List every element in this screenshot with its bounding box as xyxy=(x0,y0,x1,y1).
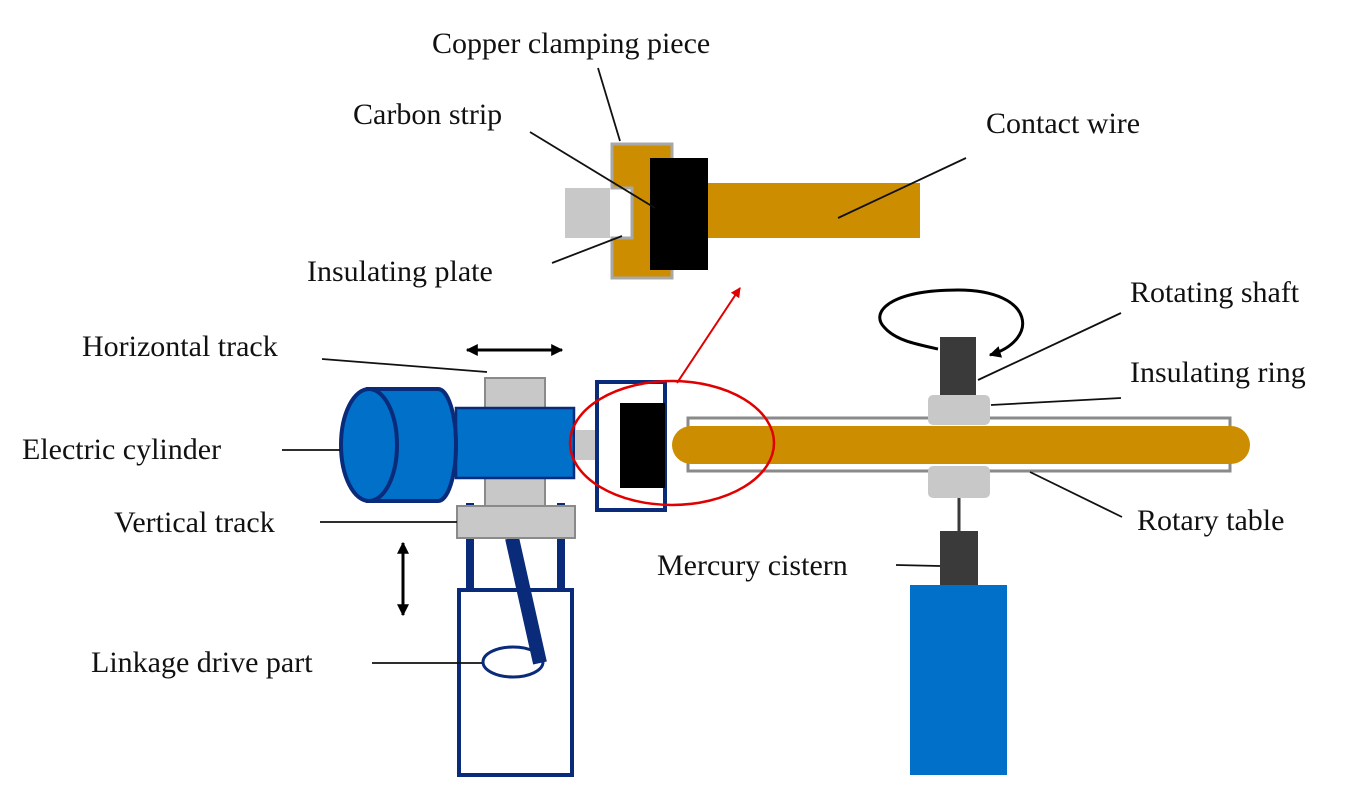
rotating-shaft-shape xyxy=(940,337,976,397)
leader-insulating-plate xyxy=(551,235,623,264)
label-copper-clamping-piece: Copper clamping piece xyxy=(432,27,710,60)
insulating-ring-upper-shape xyxy=(928,395,990,425)
leader-lines xyxy=(282,67,1123,664)
leader-insulating-ring xyxy=(990,397,1122,406)
mercury-cistern-shape xyxy=(940,531,978,586)
linkage-crank-loop xyxy=(481,645,545,679)
label-insulating-ring: Insulating ring xyxy=(1130,356,1306,389)
electric-cylinder-face xyxy=(339,387,399,503)
insulator-stub-shape xyxy=(575,430,597,460)
leader-rotating-shaft xyxy=(977,312,1122,381)
insulating-ring-lower-shape xyxy=(928,466,990,498)
detail-inset xyxy=(565,142,920,280)
contact-wire-detail-shape xyxy=(700,183,920,238)
leader-rotary-table xyxy=(1029,471,1123,518)
leader-carbon-strip xyxy=(529,131,656,209)
rotary-table-assembly xyxy=(672,288,1250,775)
insulating-plate-shape xyxy=(565,188,610,238)
pantograph-assembly xyxy=(339,344,667,777)
text-labels: Copper clamping piece Carbon strip Conta… xyxy=(22,27,1306,679)
carbon-strip-shape xyxy=(620,403,665,488)
magnification-arrow xyxy=(676,287,741,384)
linkage-housing-shape xyxy=(457,588,574,777)
rotation-arrow xyxy=(878,288,1025,358)
leader-mercury-cistern xyxy=(895,564,941,567)
label-mercury-cistern: Mercury cistern xyxy=(657,549,848,582)
label-vertical-track: Vertical track xyxy=(114,506,275,539)
motor-base-shape xyxy=(910,585,1007,775)
label-rotary-table: Rotary table xyxy=(1137,504,1284,537)
label-rotating-shaft: Rotating shaft xyxy=(1130,276,1300,309)
label-insulating-plate: Insulating plate xyxy=(307,255,493,288)
leader-horizontal-track xyxy=(321,358,488,373)
contact-zone-highlight xyxy=(568,379,776,507)
carbon-strip-detail-shape xyxy=(650,158,708,270)
label-electric-cylinder: Electric cylinder xyxy=(22,433,221,466)
label-contact-wire: Contact wire xyxy=(986,107,1140,140)
label-horizontal-track: Horizontal track xyxy=(82,330,278,363)
cylinder-rod-shape xyxy=(454,406,576,480)
leader-contact-wire xyxy=(837,157,967,219)
label-linkage-drive-part: Linkage drive part xyxy=(91,646,313,679)
leader-copper-clamping-piece xyxy=(597,67,621,142)
vertical-track-shape xyxy=(456,505,576,539)
contact-wire-ring-shape xyxy=(672,426,1250,464)
linkage-rod xyxy=(505,536,547,665)
label-carbon-strip: Carbon strip xyxy=(353,98,502,131)
